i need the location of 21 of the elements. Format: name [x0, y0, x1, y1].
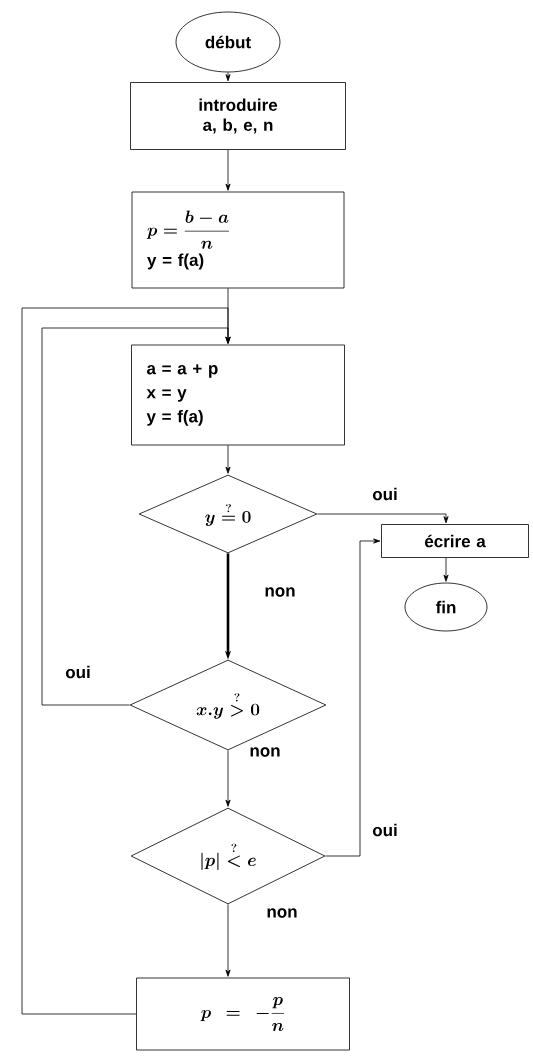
arrow [317, 513, 449, 524]
edge-label: oui [64, 664, 92, 680]
arrow [225, 149, 231, 191]
arrow [225, 750, 231, 807]
arrow [225, 72, 231, 82]
process-box: introduire a, b, e, n [130, 82, 346, 150]
edge-label: non [265, 907, 299, 919]
arrow [443, 557, 449, 582]
terminal-oval: fin [404, 582, 488, 632]
edge-label: oui [371, 486, 399, 502]
arrow [325, 538, 381, 857]
process-box: $p = -\frac{p}{n}$ [136, 977, 350, 1051]
arrow [21, 307, 231, 1015]
terminal-oval: début [175, 11, 281, 73]
process-box: écrire a [381, 524, 529, 558]
edge-label: non [263, 586, 297, 598]
process-box: $p = \frac{b - a}{n}$ y = f(a) [131, 191, 345, 289]
edge-label: oui [371, 822, 399, 838]
process-box: a = a + p x = y y = f(a) [131, 344, 345, 446]
arrow [225, 445, 231, 474]
arrow [225, 904, 231, 977]
